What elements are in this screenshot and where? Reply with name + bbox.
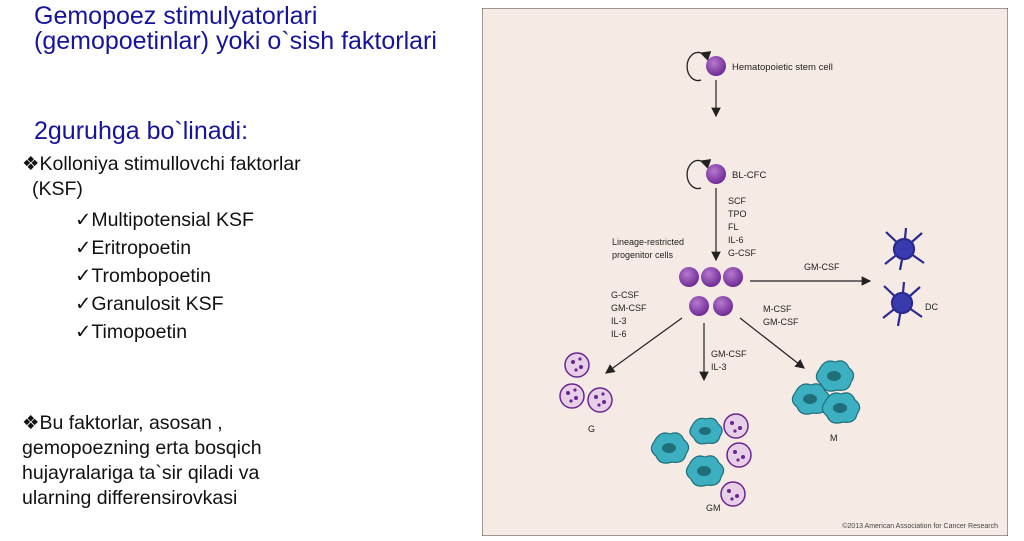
label-lineage-1: Lineage-restricted [612, 237, 684, 247]
copyright-text: ©2013 American Association for Cancer Re… [842, 522, 998, 530]
label-g: G [588, 424, 595, 434]
bullet-factors-line1: ❖Bu faktorlar, asosan , [22, 412, 223, 434]
label-m: M [830, 433, 838, 443]
monocyte-cell-icon [650, 432, 690, 464]
factor-left-3: IL-3 [611, 316, 627, 326]
slide-subtitle: 2guruhga bo`linadi: [34, 117, 249, 145]
granulocyte-cell-icon [720, 481, 746, 507]
hematopoietic-stem-cell [706, 56, 726, 76]
factor-top-2: TPO [728, 209, 747, 219]
factor-left-2: GM-CSF [611, 303, 647, 313]
factor-top-1: SCF [728, 196, 747, 206]
label-gmcsf-dc: GM-CSF [804, 262, 840, 272]
check-item-granulocyte-csf: ✓Granulosit KSF [75, 293, 224, 315]
dendritic-cell-icon [884, 227, 925, 271]
bullet-factors-line2: gemopoezning erta bosqich [22, 437, 262, 459]
monocyte-cell-icon [821, 392, 861, 424]
self-renewal-arrow-blcfc [686, 159, 712, 190]
blcfc-cell [706, 164, 726, 184]
arrow-to-granulocytes [605, 317, 683, 374]
granulocyte-cell-icon [587, 387, 613, 413]
bullet-factors-line3: hujayralariga ta`sir qiladi va [22, 462, 260, 484]
check-item-thrombopoietin: ✓Trombopoetin [75, 265, 211, 287]
progenitor-cell [713, 296, 733, 316]
bullet-factors-line4: ularning differensirovkasi [22, 487, 238, 509]
bullet-csf-line2: (KSF) [32, 178, 83, 200]
progenitor-cell [701, 267, 721, 287]
self-renewal-arrow-top [686, 51, 712, 82]
progenitor-cell [689, 296, 709, 316]
bullet-csf-line1: ❖Kolloniya stimullovchi faktorlar [22, 153, 301, 175]
monocyte-cell-icon [791, 383, 831, 415]
factor-left-1: G-CSF [611, 290, 640, 300]
label-blcfc: BL-CFC [732, 170, 766, 181]
factor-right-1: M-CSF [763, 304, 792, 314]
monocyte-cell-icon [689, 417, 723, 445]
label-lineage-2: progenitor cells [612, 250, 674, 260]
factor-mid-1: GM-CSF [711, 349, 747, 359]
factor-mid-2: IL-3 [711, 362, 727, 372]
check-item-multipotential: ✓Multipotensial KSF [75, 209, 254, 231]
factor-right-2: GM-CSF [763, 317, 799, 327]
label-dc: DC [925, 302, 938, 312]
monocyte-cell-icon [815, 360, 855, 392]
diagram-svg: Hematopoietic stem cell BL-CFC SCF TPO F… [481, 7, 1009, 537]
slide-title: Gemopoez stimulyatorlari (gemopoetinlar)… [34, 2, 437, 55]
progenitor-cell [723, 267, 743, 287]
factor-left-4: IL-6 [611, 329, 627, 339]
check-item-erythropoietin: ✓Eritropoetin [75, 237, 192, 259]
granulocyte-cell-icon [564, 352, 590, 378]
factor-top-4: IL-6 [728, 235, 744, 245]
factor-top-5: G-CSF [728, 248, 757, 258]
progenitor-cell [679, 267, 699, 287]
check-item-thymopoietin: ✓Timopoetin [75, 321, 188, 343]
factor-top-3: FL [728, 222, 739, 232]
granulocyte-cell-icon [559, 383, 585, 409]
label-gm: GM [706, 503, 721, 513]
arrow-to-monocytes [739, 317, 805, 369]
label-hsc: Hematopoietic stem cell [732, 62, 833, 73]
monocyte-cell-icon [685, 455, 725, 487]
granulocyte-cell-icon [723, 413, 749, 439]
granulocyte-cell-icon [726, 442, 752, 468]
hematopoiesis-diagram: Hematopoietic stem cell BL-CFC SCF TPO F… [481, 7, 1009, 537]
dendritic-cell-icon [882, 281, 923, 327]
